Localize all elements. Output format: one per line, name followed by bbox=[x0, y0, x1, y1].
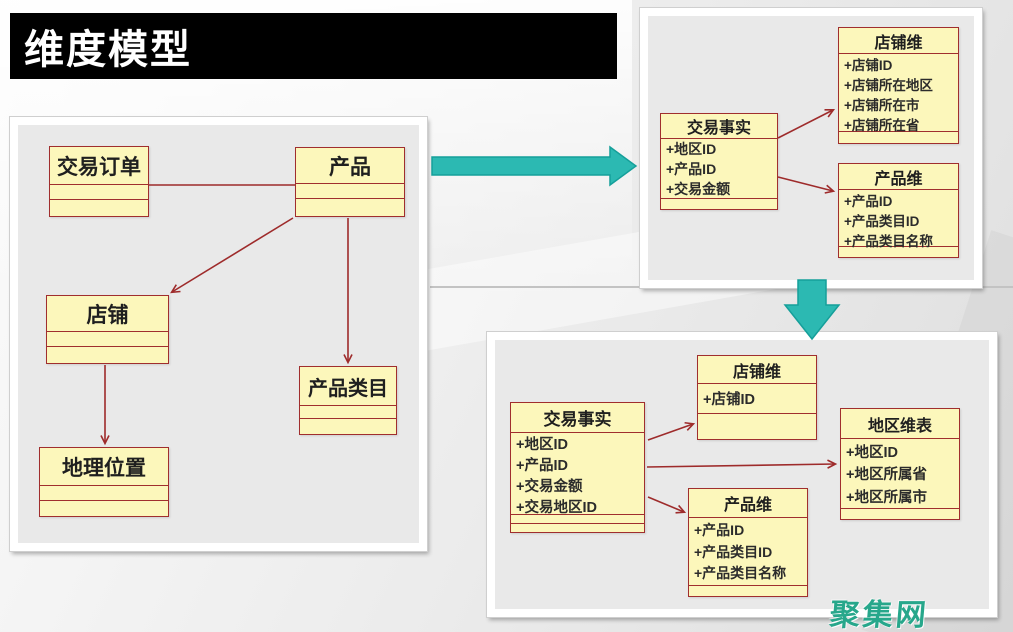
attr: +地区所属省 bbox=[846, 467, 927, 483]
entity-compartment bbox=[50, 200, 148, 216]
attr: +产品类目ID bbox=[694, 543, 773, 560]
slide-title: 维度模型 bbox=[24, 28, 192, 72]
entity-compartment bbox=[40, 501, 168, 516]
fact-title: 交易事实 bbox=[511, 403, 644, 433]
dim-product: 产品维 +产品ID +产品类目ID +产品类目名称 bbox=[838, 163, 959, 258]
dim-title: 产品维 bbox=[839, 164, 958, 190]
dim-product: 产品维 +产品ID +产品类目ID +产品类目名称 bbox=[688, 488, 808, 597]
fact-compartment bbox=[661, 199, 777, 209]
attr: +地区ID bbox=[516, 437, 568, 453]
entity-product: 产品 bbox=[295, 147, 405, 217]
attr: +地区所属市 bbox=[846, 489, 927, 506]
dim-title: 产品维 bbox=[689, 489, 807, 518]
attr: +产品ID bbox=[666, 161, 717, 177]
entity-shop: 店铺 bbox=[46, 295, 169, 364]
entity-compartment bbox=[296, 184, 404, 199]
attr: +店铺ID bbox=[703, 392, 755, 408]
attr: +店铺所在省 bbox=[844, 118, 920, 133]
entity-product-category: 产品类目 bbox=[299, 366, 397, 435]
fact-transaction: 交易事实 +地区ID +产品ID +交易金额 +交易地区ID bbox=[510, 402, 645, 533]
attr: +产品ID bbox=[694, 521, 745, 538]
entity-compartment bbox=[40, 486, 168, 501]
entity-title: 店铺 bbox=[47, 296, 168, 332]
dim-shop: 店铺维 +店铺ID +店铺所在地区 +店铺所在市 +店铺所在省 bbox=[838, 27, 959, 144]
entity-trade-order: 交易订单 bbox=[49, 146, 149, 217]
attr: +产品类目名称 bbox=[844, 234, 933, 249]
entity-compartment bbox=[47, 347, 168, 363]
attr: +产品ID bbox=[844, 194, 893, 209]
entity-compartment bbox=[47, 332, 168, 347]
attr: +产品类目名称 bbox=[694, 565, 787, 582]
dim-title: 地区维表 bbox=[841, 409, 959, 439]
entity-geo-location: 地理位置 bbox=[39, 447, 169, 517]
entity-compartment bbox=[300, 406, 396, 419]
attr: +交易金额 bbox=[666, 181, 731, 197]
dim-compartment bbox=[841, 509, 959, 519]
dim-shop: 店铺维 +店铺ID bbox=[697, 355, 817, 440]
attr: +地区ID bbox=[666, 141, 717, 157]
er-model-panel: 交易订单 产品 店铺 产品类目 地理位置 bbox=[9, 116, 428, 552]
attr: +产品ID bbox=[516, 458, 568, 474]
dim-compartment bbox=[839, 247, 958, 257]
entity-title: 产品类目 bbox=[300, 367, 396, 406]
attr: +店铺ID bbox=[844, 58, 893, 73]
star-schema-panel-bottom: 交易事实 +地区ID +产品ID +交易金额 +交易地区ID 店铺维 +店铺ID… bbox=[486, 331, 998, 618]
entity-title: 交易订单 bbox=[50, 147, 148, 185]
dim-title: 店铺维 bbox=[839, 28, 958, 54]
attr: +交易金额 bbox=[516, 479, 583, 495]
attr: +地区ID bbox=[846, 444, 898, 461]
star-schema-panel-top: 交易事实 +地区ID +产品ID +交易金额 店铺维 +店铺ID +店铺所在地区… bbox=[639, 7, 983, 289]
entity-compartment bbox=[50, 185, 148, 200]
fact-transaction: 交易事实 +地区ID +产品ID +交易金额 bbox=[660, 113, 778, 210]
dim-compartment bbox=[839, 132, 958, 143]
watermark-text: 聚集网 bbox=[828, 599, 931, 632]
dim-region: 地区维表 +地区ID +地区所属省 +地区所属市 bbox=[840, 408, 960, 520]
attr: +产品类目ID bbox=[844, 214, 920, 229]
dim-title: 店铺维 bbox=[698, 356, 816, 384]
entity-title: 地理位置 bbox=[40, 448, 168, 486]
watermark: 聚集网 bbox=[828, 590, 931, 632]
fact-compartment bbox=[511, 524, 644, 532]
attr: +店铺所在市 bbox=[844, 98, 920, 113]
slide-title-bar: 维度模型 bbox=[10, 13, 617, 79]
flow-arrow-down-icon bbox=[783, 279, 841, 341]
entity-title: 产品 bbox=[296, 148, 404, 184]
fact-compartment bbox=[511, 515, 644, 524]
fact-title: 交易事实 bbox=[661, 114, 777, 139]
entity-compartment bbox=[296, 199, 404, 216]
entity-compartment bbox=[300, 419, 396, 434]
attr: +店铺所在地区 bbox=[844, 78, 933, 93]
dim-compartment bbox=[689, 586, 807, 596]
dim-compartment bbox=[698, 414, 816, 439]
attr: +交易地区ID bbox=[516, 500, 597, 516]
